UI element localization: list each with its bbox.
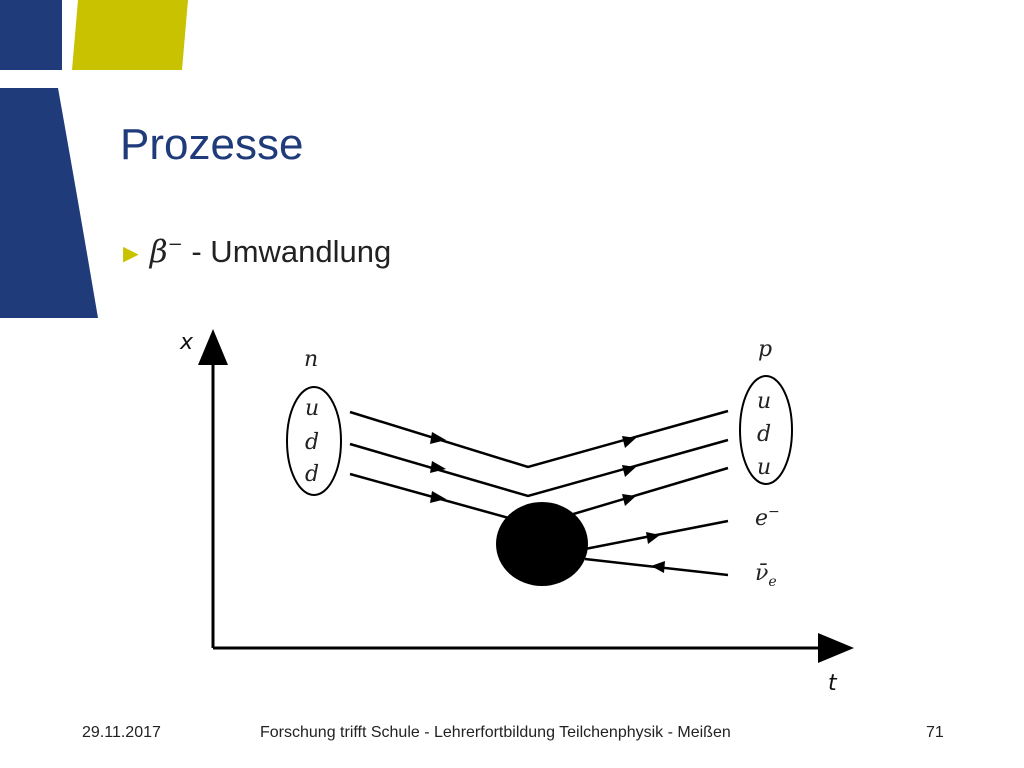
bullet-text: - Umwandlung	[191, 234, 392, 269]
neutron-quark-2: d	[305, 430, 319, 455]
navy-curved-shape	[0, 88, 98, 318]
bullet-item: ►β− - Umwandlung	[118, 234, 391, 270]
outgoing-u-quark-line	[559, 466, 729, 520]
x-axis-label: x	[179, 330, 194, 355]
proton-quark-ellipse	[739, 375, 793, 485]
proton-quark-3: u	[757, 455, 771, 480]
arrow-icon	[622, 494, 636, 506]
antineutrino-label: ν̄e	[755, 561, 777, 590]
neutron-label: n	[304, 347, 318, 372]
arrow-icon	[430, 491, 446, 503]
arrow-icon	[646, 532, 660, 544]
triangle-bullet-icon: ►	[118, 238, 144, 268]
electron-label: e−	[755, 504, 780, 531]
t-axis-label: t	[828, 671, 838, 696]
proton-quark-2: d	[757, 422, 771, 447]
proton-quark-1: u	[757, 389, 771, 414]
arrow-icon	[651, 561, 665, 573]
navy-square-shape	[0, 0, 62, 70]
footer-caption: Forschung trifft Schule - Lehrerfortbild…	[260, 724, 731, 741]
interaction-vertex-blob	[496, 502, 588, 586]
decorative-corner-shapes	[0, 0, 188, 318]
spectator-quark-line-middle	[349, 438, 729, 498]
footer-date: 29.11.2017	[82, 724, 161, 741]
neutron-quark-ellipse	[286, 386, 342, 496]
page-number: 71	[926, 724, 944, 741]
arrow-icon	[430, 461, 446, 473]
proton-label: p	[758, 337, 772, 362]
arrow-icon	[430, 432, 446, 444]
olive-parallelogram-shape	[72, 0, 188, 70]
arrow-icon	[622, 436, 636, 448]
neutron-quark-3: d	[305, 462, 319, 487]
slide-title: Prozesse	[120, 120, 304, 169]
arrow-icon	[622, 465, 636, 477]
neutron-quark-1: u	[305, 396, 319, 421]
line-arrowheads	[430, 432, 665, 573]
spectator-quark-line-top	[349, 409, 729, 469]
beta-symbol: β−	[149, 234, 183, 270]
